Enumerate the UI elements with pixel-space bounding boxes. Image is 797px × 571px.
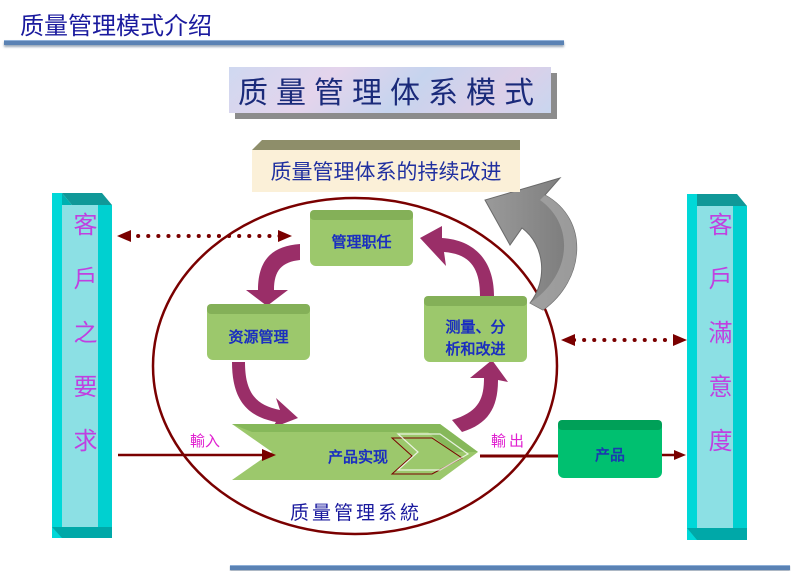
product-realization-label: 产品实现 <box>327 448 388 466</box>
continuous-improvement-box: 质量管理体系的持续改进 <box>252 150 520 192</box>
model-title: 质量管理体系模式 <box>238 76 542 111</box>
page-title: 质量管理模式介绍 <box>20 12 212 40</box>
header-divider <box>4 40 564 45</box>
measure-label-line1: 测量、分 <box>445 318 506 336</box>
management-label: 管理职任 <box>331 233 392 251</box>
cycle-arrow-bottom-right <box>452 360 508 432</box>
product-arrow <box>662 450 686 460</box>
improvement-arrow-icon <box>484 177 578 311</box>
improve-box-bevel <box>252 140 520 150</box>
cycle-arrow-top-left <box>246 244 300 306</box>
cycle-arrow-bottom-left <box>232 362 298 428</box>
cycle-arrow-top-right <box>420 226 494 296</box>
left-pillar-label: 客戶之要求 <box>69 212 97 482</box>
dotted-arrow-right <box>561 334 687 346</box>
quality-system-ellipse <box>151 196 559 536</box>
resource-label: 资源管理 <box>228 328 289 346</box>
box-measure <box>424 296 527 362</box>
right-pillar-label: 客戶滿意度 <box>704 212 732 482</box>
model-title-banner: 质量管理体系模式 <box>229 67 551 113</box>
right-pillar <box>687 194 747 540</box>
output-label: 輸出 <box>491 432 528 450</box>
dotted-arrow-left <box>117 230 292 242</box>
input-label: 輸入 <box>190 432 221 450</box>
continuous-improvement-label: 质量管理体系的持续改进 <box>270 160 502 184</box>
product-label: 产品 <box>594 446 625 464</box>
left-pillar <box>52 193 112 538</box>
box-product <box>558 420 662 478</box>
footer-divider <box>230 565 790 570</box>
measure-label-line2: 析和改进 <box>445 340 506 358</box>
input-arrow <box>118 449 276 461</box>
box-resource <box>207 304 310 360</box>
product-realization-chevron <box>232 424 478 480</box>
quality-system-label: 质量管理系統 <box>290 502 423 524</box>
box-management <box>310 210 413 266</box>
